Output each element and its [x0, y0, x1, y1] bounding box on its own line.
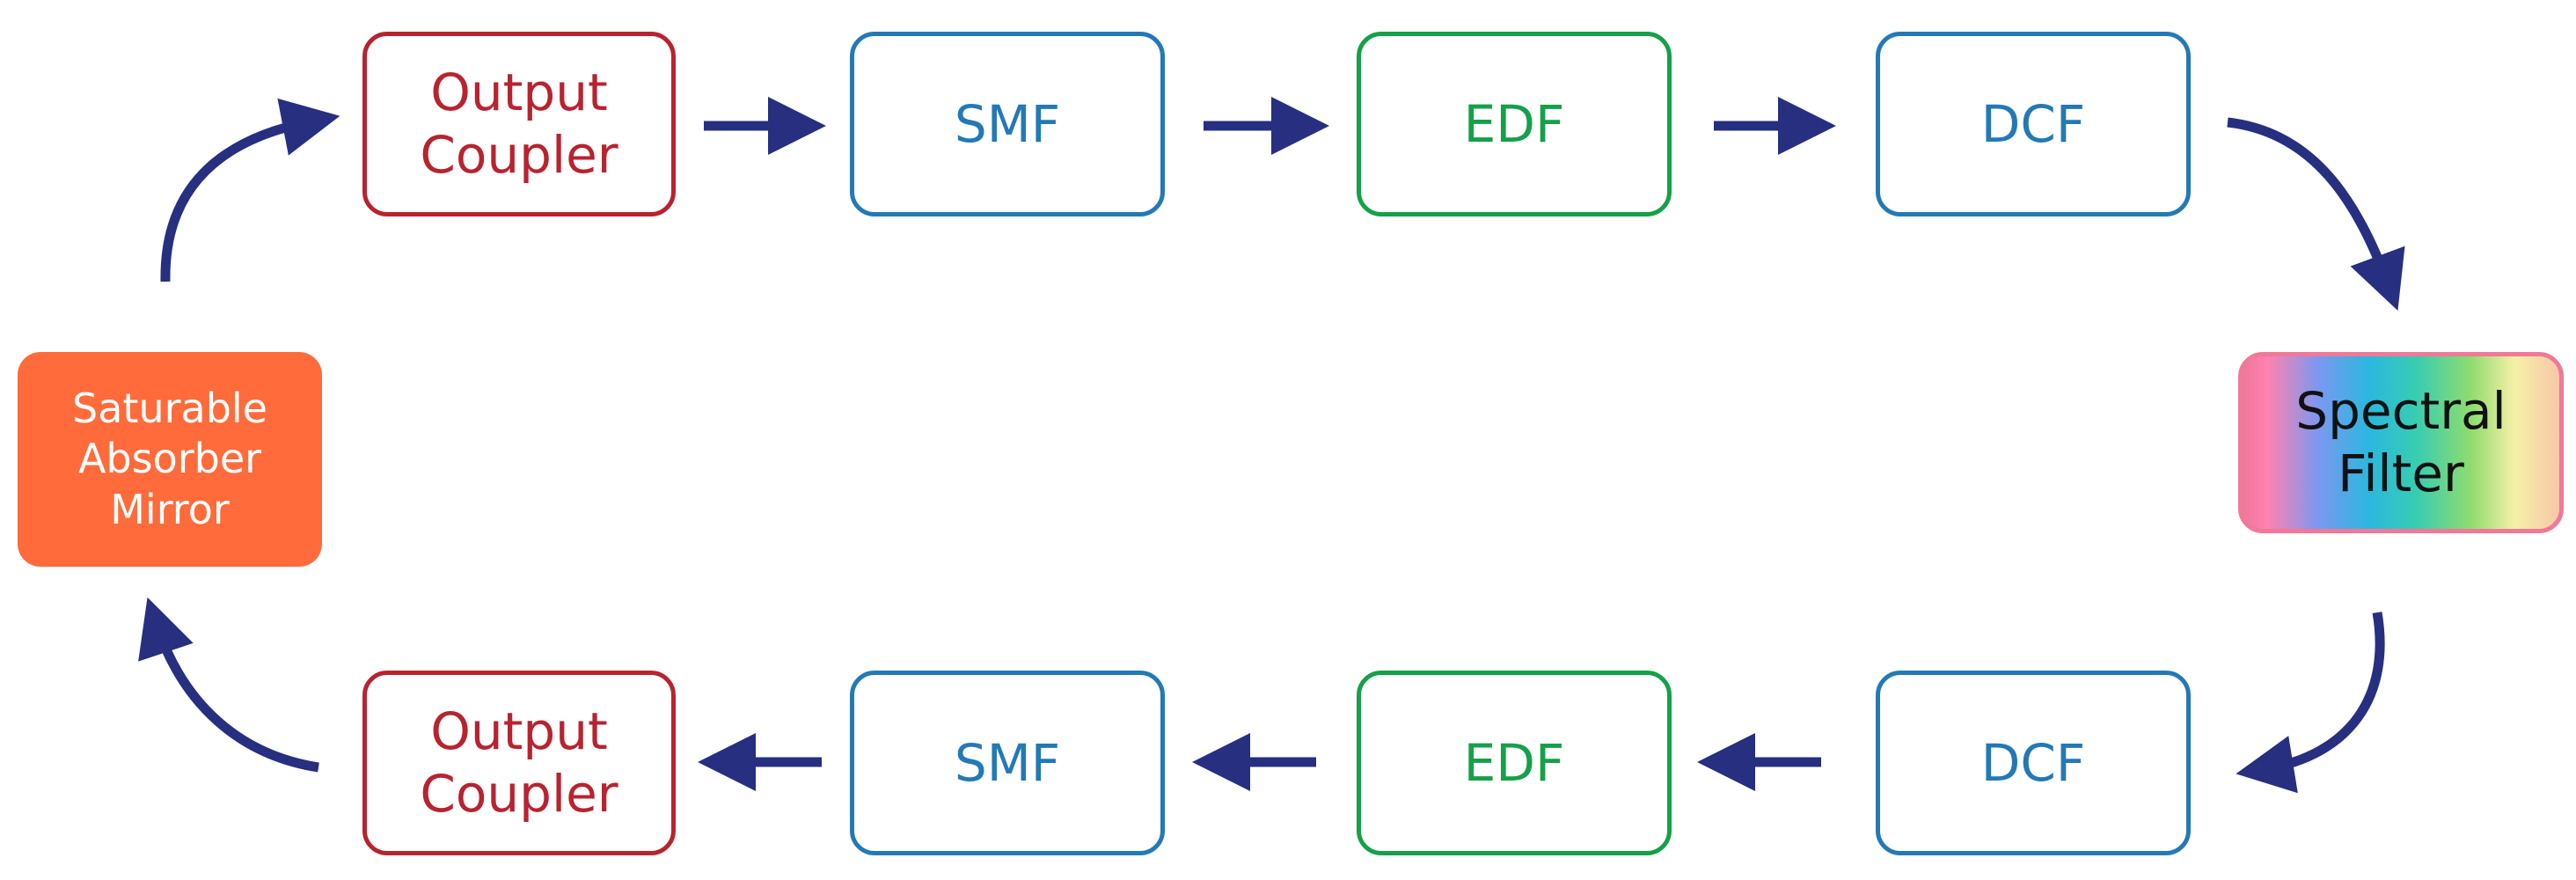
arrow-sam-to-coupler: [160, 98, 340, 282]
dcf-top-label: DCF: [1980, 94, 2086, 154]
dcf-bottom: DCF: [1876, 671, 2191, 855]
smf-bottom-label: SMF: [954, 733, 1061, 793]
output-coupler-bottom-line-1: Output: [430, 701, 608, 762]
output-coupler-top: Output Coupler: [362, 32, 676, 216]
smf-bottom: SMF: [850, 671, 1165, 855]
dcf-bottom-label: DCF: [1980, 733, 2086, 793]
output-coupler-top-line-1: Output: [430, 62, 608, 123]
arrow-filter-to-dcf: [2236, 612, 2385, 794]
arrow-coupler-to-sam: [138, 597, 319, 773]
smf-top-label: SMF: [954, 94, 1061, 154]
spectral-filter-line-2: Filter: [2338, 444, 2464, 503]
edf-top: EDF: [1357, 32, 1672, 216]
edf-bottom-label: EDF: [1463, 733, 1565, 793]
output-coupler-bottom: Output Coupler: [362, 671, 676, 855]
output-coupler-top-line-2: Coupler: [420, 125, 618, 185]
sam-line-3: Mirror: [110, 485, 230, 533]
smf-top: SMF: [850, 32, 1165, 216]
output-coupler-bottom-line-2: Coupler: [420, 764, 618, 824]
edf-top-label: EDF: [1463, 94, 1565, 154]
spectral-filter: Spectral Filter: [2238, 352, 2564, 533]
spectral-filter-line-1: Spectral: [2295, 381, 2506, 442]
sam-line-2: Absorber: [77, 435, 262, 483]
arrow-dcf-to-filter: [2227, 117, 2405, 311]
saturable-absorber-mirror: Saturable Absorber Mirror: [18, 352, 322, 567]
dcf-top: DCF: [1876, 32, 2191, 216]
edf-bottom: EDF: [1357, 671, 1672, 855]
sam-line-1: Saturable: [72, 384, 267, 432]
